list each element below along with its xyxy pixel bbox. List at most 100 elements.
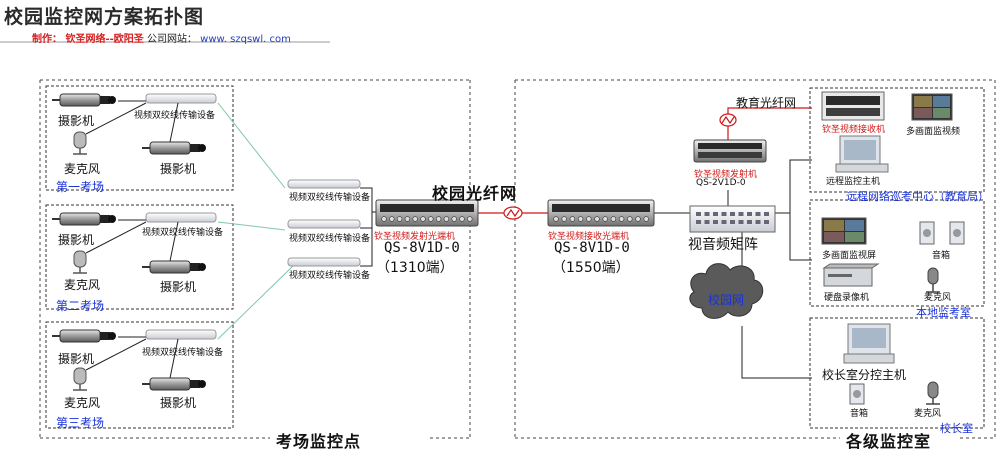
campus-fiber-label: 校园光纤网 [432, 184, 518, 203]
exam-points-frame [39, 79, 471, 439]
room1-camera-a-label: 摄影机 [58, 114, 95, 128]
room1-transmitter-box [145, 93, 217, 104]
room3-mic-wire [85, 338, 147, 371]
room3-transmitter-box [145, 329, 217, 340]
rx-ports-port [602, 216, 608, 222]
campus-net-cloud [689, 263, 764, 319]
matrix-label: 视音频矩阵 [688, 237, 758, 253]
room1-mic-wire [85, 102, 147, 135]
matrix-port [713, 212, 718, 216]
fiber-rx-model: QS-8V1D-0 [554, 240, 630, 256]
matrix-port [738, 220, 744, 224]
local-multiscreen-label: 多画面监视屏 [822, 251, 877, 261]
rx-ports-port [553, 216, 559, 222]
matrix-port [721, 220, 727, 224]
remote-center-title: 远程网络巡考中心（教育局） [846, 190, 989, 203]
fiber-tx-device [375, 199, 479, 227]
tx-ports-port [381, 216, 387, 222]
room2-camera-a-label: 摄影机 [58, 233, 95, 247]
rx-ports-port [635, 216, 641, 222]
exam-room-2-devices [52, 212, 217, 274]
rx-ports-port [577, 216, 584, 222]
page-title: 校园监控网方案拓扑图 [4, 6, 205, 28]
fiber-rx-name: 钦圣视频接收光端机 [548, 232, 630, 242]
tx-ports-port [404, 216, 411, 222]
room3-camera-b-wire [169, 338, 179, 379]
rx-ports-port [594, 216, 600, 222]
rx-ports-port [569, 216, 576, 222]
room3-camera-b [142, 377, 206, 391]
exam-room-1-frame [45, 85, 234, 191]
principal-host-pc [843, 323, 895, 364]
room2-camera-a [52, 212, 116, 226]
receiver-2-label: 视频双绞线传输设备 [289, 234, 371, 244]
room1-camera-b-label: 摄影机 [160, 162, 197, 176]
exam-room-2-frame [45, 204, 234, 310]
remote-receiver-device [821, 91, 885, 121]
room2-mic-wire [85, 221, 147, 254]
room3-camera-a-label: 摄影机 [58, 352, 95, 366]
av-matrix-device [689, 205, 776, 233]
room1-camera-b [142, 141, 206, 155]
tx-ports-port [428, 216, 434, 222]
edu-fiber-link [727, 107, 812, 140]
exam-room-3-devices [52, 329, 217, 391]
room2-camera-b [142, 260, 206, 274]
exam-room-devices [52, 93, 217, 391]
site-label: 公司网站： [146, 34, 197, 45]
remote-multiview-monitor [911, 93, 953, 121]
upper-tx-name: 钦圣视频发射机 [694, 170, 758, 180]
principal-mic-label: 麦克风 [914, 409, 942, 419]
room1-camera-b-wire [169, 102, 179, 143]
room1-transmitter-label: 视频双绞线传输设备 [134, 111, 216, 121]
receiver-1-label: 视频双绞线传输设备 [289, 193, 371, 203]
header-credits: 制作： 钦圣网络--欧阳圣 公司网站： www. szqswl. com [32, 30, 291, 45]
remote-multiview-label: 多画面监视频 [906, 127, 961, 137]
room2-camera-b-wire [169, 221, 179, 262]
local-room-title: 本地监考室 [916, 306, 971, 319]
tx-ports-port [420, 216, 426, 222]
room3-camera-a [52, 329, 116, 343]
rx-ports-port [610, 216, 617, 222]
matrix-port [730, 220, 735, 224]
room3-name: 第三考场 [56, 416, 105, 430]
tx-ports-port [459, 216, 465, 222]
tx-ports-port [451, 216, 457, 222]
tx-ports-port [443, 216, 450, 222]
rx-ports-port [643, 216, 649, 222]
monitor-rooms-frame [514, 79, 996, 439]
matrix-port [696, 220, 701, 224]
principal-speaker-device [849, 383, 865, 405]
local-dvr [822, 263, 880, 287]
matrix-to-rooms-links [741, 159, 812, 379]
matrix-port [755, 212, 761, 216]
campus-fiber-icon [503, 206, 523, 220]
local-speaker-label: 音箱 [932, 251, 951, 261]
site-url[interactable]: www. szqswl. com [200, 34, 291, 45]
room2-camera-b-label: 摄影机 [160, 280, 197, 294]
room2-mic [73, 250, 87, 274]
maker-credit: 制作： 钦圣网络--欧阳圣 [32, 34, 144, 45]
principal-room-frame [809, 317, 985, 429]
footer-monitor-rooms: 各级监控室 [846, 432, 932, 451]
tx-ports-port [467, 216, 473, 222]
matrix-port [755, 220, 761, 224]
fiber-tx-port: （1310端） [376, 260, 454, 276]
fiber-tx-name: 钦圣视频发射光端机 [374, 232, 456, 242]
rx-ports-port [586, 216, 592, 222]
tx-ports-port [389, 216, 395, 222]
local-room-frame [809, 199, 985, 307]
upper-tx-model: QS-2V1D-0 [696, 178, 746, 188]
local-dvr-label: 硬盘录像机 [824, 293, 870, 303]
fiber-rx-device [547, 199, 655, 227]
room3-transmitter-label: 视频双绞线传输设备 [142, 348, 224, 358]
matrix-port [747, 220, 752, 224]
room1-camera-a [52, 93, 116, 107]
fiber-rx-port: （1550端） [552, 260, 630, 276]
room2-mic-label: 麦克风 [64, 278, 101, 292]
matrix-port [747, 212, 752, 216]
rx-ports-port [627, 216, 633, 222]
fiber-tx-model: QS-8V1D-0 [384, 240, 460, 256]
tx-ports-port [412, 216, 418, 222]
